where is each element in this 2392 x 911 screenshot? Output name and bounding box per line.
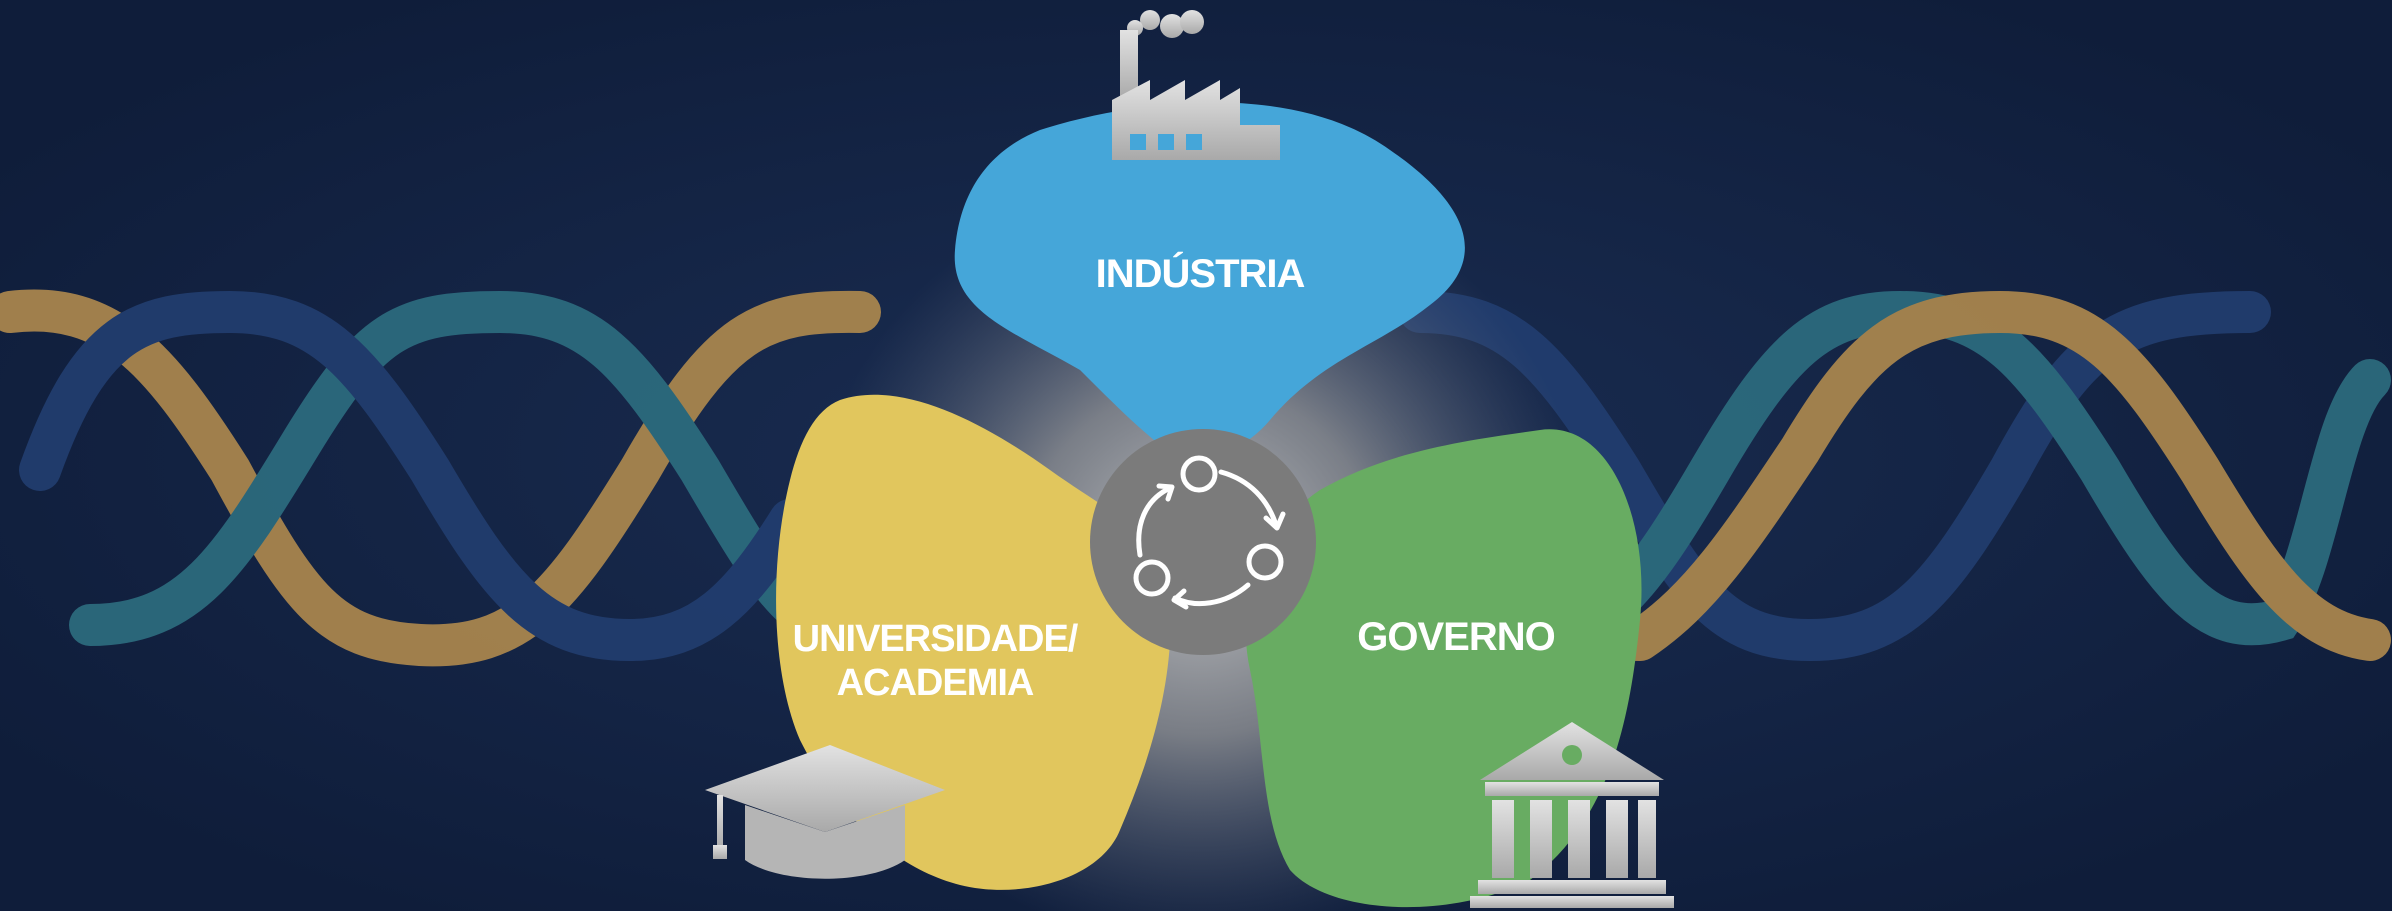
center-hub [1090, 429, 1316, 655]
cycle-arrows-icon [1133, 455, 1286, 610]
government-building-icon [1470, 722, 1674, 908]
helix-strand-blue-left [19, 290, 811, 662]
helix-strand-blue-right [1399, 291, 2271, 662]
helix-strand-gold-left [0, 289, 881, 667]
graduation-cap-icon [705, 745, 945, 879]
label-academia-line2: ACADEMIA [837, 662, 1034, 704]
label-industry: INDÚSTRIA [1096, 250, 1305, 296]
label-government: GOVERNO [1357, 615, 1554, 659]
petal-industry [954, 102, 1465, 465]
label-academia-line1: UNIVERSIDADE/ [793, 618, 1079, 660]
factory-icon [1112, 10, 1280, 160]
